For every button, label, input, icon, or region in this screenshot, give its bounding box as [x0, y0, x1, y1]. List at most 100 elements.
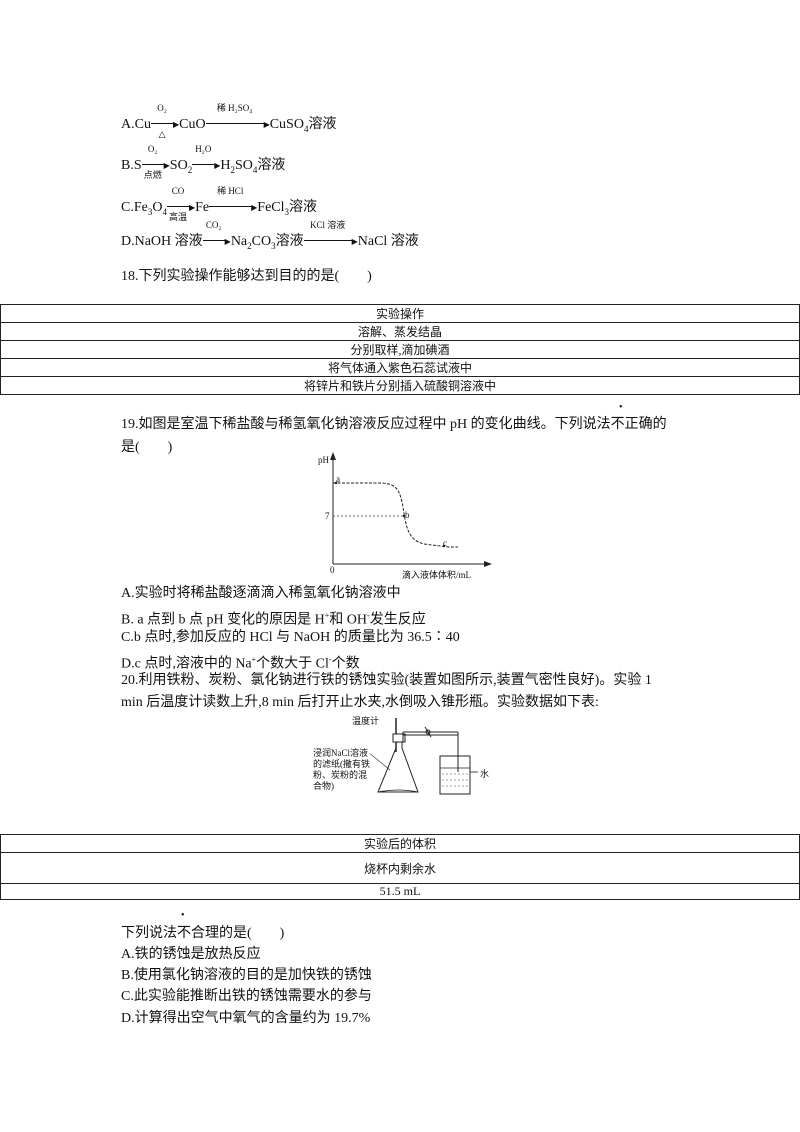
table-cell: 分别取样,滴加碘酒: [0, 340, 800, 359]
point-b-label: b: [405, 510, 410, 520]
formula-text: B.S: [121, 158, 142, 173]
arrow-label: O₂: [147, 144, 158, 154]
q19-option-c: C.b 点时,参加反应的 HCl 与 NaOH 的质量比为 36.5∶40: [121, 630, 460, 645]
arrow-label: CO: [171, 186, 185, 196]
q19-stem-line1: 19.如图是室温下稀盐酸与稀氢氧化钠溶液反应过程中 pH 的变化曲线。下列说法不…: [121, 417, 667, 432]
q18-table: 实验操作 溶解、蒸发结晶 分别取样,滴加碘酒 将气体通入紫色石蕊试液中 将锌片和…: [0, 304, 800, 395]
point-c-label: c: [443, 538, 447, 548]
option-text: 个数: [331, 656, 360, 672]
formula-text: CO: [251, 234, 272, 249]
formula-text: Fe: [195, 200, 210, 215]
emphasis-dot: •: [181, 910, 185, 921]
option-text: D.c 点时,溶液中的 Na: [121, 656, 252, 672]
formula-text: SO: [169, 158, 188, 173]
q19-stem-line2: 是( ): [121, 440, 173, 455]
q20-option-d: D.计算得出空气中氧气的含量约为 19.7%: [121, 1011, 371, 1026]
superscript: -: [367, 611, 370, 620]
arrow-label: 稀 HCl: [217, 186, 244, 196]
arrow-condition: 点燃: [143, 170, 162, 180]
table-cell: 将锌片和铁片分别插入硫酸铜溶液中: [0, 376, 800, 395]
subscript: 3: [271, 240, 276, 251]
x-axis-label: 滴入液体体积/mL: [402, 570, 471, 580]
tick-7-label: 7: [325, 511, 330, 521]
subscript: 4: [162, 206, 167, 217]
formula-text: C.Fe: [121, 200, 148, 215]
reaction-arrow: O₂▶点燃: [141, 144, 170, 180]
subscript: 2: [230, 164, 235, 175]
reaction-arrow: O₂▶△: [150, 103, 179, 139]
arrow-label: H₂O: [195, 144, 212, 154]
thermometer-label: 温度计: [352, 716, 380, 726]
reaction-arrow: KCl 溶液▶: [303, 220, 358, 252]
subscript: 3: [284, 206, 290, 217]
q18-stem: 18.下列实验操作能够达到目的的是( ): [121, 269, 372, 284]
arrow-label: KCl 溶液: [310, 220, 346, 230]
q20-stem-line1: 20.利用铁粉、炭粉、氯化钠进行铁的锈蚀实验(装置如图所示,装置气密性良好)。实…: [121, 673, 652, 688]
formula-text: CuO: [179, 117, 206, 132]
formula-text: 溶液: [275, 234, 304, 249]
origin-label: 0: [330, 565, 335, 575]
arrow-label: O₂: [157, 103, 167, 113]
q19-option-b: B. a 点到 b 点 pH 变化的原因是 H+和 OH-发生反应: [121, 607, 426, 630]
option-text: 发生反应: [369, 612, 426, 628]
formula-text: CuSO: [269, 117, 304, 132]
superscript: -: [328, 655, 332, 664]
formula-text: Na: [230, 234, 248, 249]
arrow-condition: △: [158, 129, 166, 139]
ph-curve-figure: [330, 452, 492, 567]
reaction-arrow: CO₂▶: [202, 220, 231, 252]
formula-text: A.Cu: [121, 117, 151, 132]
table-header: 实验后的体积: [0, 834, 800, 853]
subscript: 2: [247, 240, 252, 251]
formula-text: 溶液: [289, 200, 318, 215]
q20-stem2: 下列说法不合理的是( ): [121, 926, 285, 941]
y-axis-label: pH: [318, 455, 329, 465]
q20-stem-line2: min 后温度计读数上升,8 min 后打开止水夹,水倒吸入锥形瓶。实验数据如下…: [121, 695, 599, 710]
superscript: +: [251, 655, 257, 664]
filter-paper-label-3: 粉、炭粉的混: [313, 770, 368, 780]
table-cell: 51.5 mL: [0, 883, 800, 900]
subscript: 4: [303, 123, 309, 134]
formula-text: 溶液: [257, 158, 286, 173]
formula-text: D.NaOH 溶液: [121, 234, 203, 249]
option-text: 和 OH: [329, 612, 368, 628]
reaction-arrow: CO▶高温: [166, 186, 195, 222]
option-text: 个数大于 Cl: [256, 656, 329, 672]
formula-text: FeCl: [257, 200, 285, 215]
table-header: 实验操作: [0, 304, 800, 323]
subscript: 2: [187, 164, 193, 175]
option-text: B. a 点到 b 点 pH 变化的原因是 H: [121, 612, 325, 628]
filter-paper-label-2: 的滤纸(撒有铁: [313, 759, 370, 769]
table-subheader: 烧杯内剩余水: [0, 852, 800, 884]
q19-option-a: A.实验时将稀盐酸逐滴滴入稀氢氧化钠溶液中: [121, 586, 401, 601]
formula-text: 溶液: [308, 117, 337, 132]
superscript: +: [324, 611, 330, 620]
table-cell: 溶解、蒸发结晶: [0, 322, 800, 341]
q19-option-d: D.c 点时,溶液中的 Na+个数大于 Cl-个数: [121, 651, 360, 674]
q20-option-a: A.铁的锈蚀是放热反应: [121, 947, 261, 962]
formula-text: SO: [234, 158, 253, 173]
reaction-arrow: 稀 HCl▶: [209, 186, 257, 218]
reaction-arrow: 稀 H₂SO₄▶: [205, 103, 270, 135]
table-cell: 将气体通入紫色石蕊试液中: [0, 358, 800, 377]
emphasis-dot: •: [619, 402, 623, 413]
formula-text: NaCl 溶液: [357, 234, 419, 249]
rusting-apparatus-figure: [370, 718, 478, 795]
arrow-condition: 高温: [169, 212, 188, 222]
subscript: 3: [147, 206, 153, 217]
arrow-label: 稀 H₂SO₄: [216, 103, 253, 113]
arrow-label: CO₂: [205, 220, 222, 230]
q20-table: 实验后的体积 烧杯内剩余水 51.5 mL: [0, 834, 800, 900]
formula-text: O: [152, 200, 163, 215]
subscript: 4: [252, 164, 258, 175]
q20-option-b: B.使用氯化钠溶液的目的是加快铁的锈蚀: [121, 968, 372, 983]
formula-text: H: [220, 158, 231, 173]
q20-option-c: C.此实验能推断出铁的锈蚀需要水的参与: [121, 989, 372, 1004]
water-label: 水: [480, 769, 490, 779]
filter-paper-label-1: 浸润NaCl溶液: [313, 748, 368, 758]
reaction-arrow: H₂O▶: [192, 144, 220, 176]
